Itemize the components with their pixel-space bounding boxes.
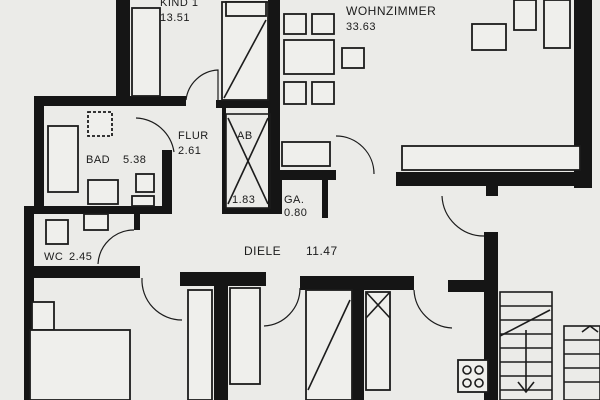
room-area-wc: 2.45 — [69, 251, 92, 263]
room-name-bad: BAD — [86, 154, 110, 166]
door-swings — [97, 69, 485, 329]
room-name-wc: WC — [44, 251, 63, 263]
room-area-wohnzimmer: 33.63 — [346, 21, 376, 33]
room-area-flur: 2.61 — [178, 145, 201, 157]
walls — [24, 0, 592, 400]
room-area-ab: 1.83 — [232, 194, 255, 206]
room-name-diele: DIELE — [244, 244, 281, 258]
room-name-flur: FLUR — [178, 130, 209, 142]
room-area-kind1: 13.51 — [160, 12, 190, 24]
room-name-ga: GA. — [284, 194, 304, 206]
staircase — [499, 291, 600, 400]
room-name-wohnzimmer: WOHNZIMMER — [346, 4, 436, 18]
room-name-ab: AB — [237, 130, 253, 142]
room-area-diele: 11.47 — [306, 244, 338, 258]
room-area-bad: 5.38 — [123, 154, 146, 166]
fixtures — [29, 0, 600, 400]
room-area-ga: 0.80 — [284, 207, 307, 219]
room-name-kind1: KIND 1 — [160, 0, 198, 9]
